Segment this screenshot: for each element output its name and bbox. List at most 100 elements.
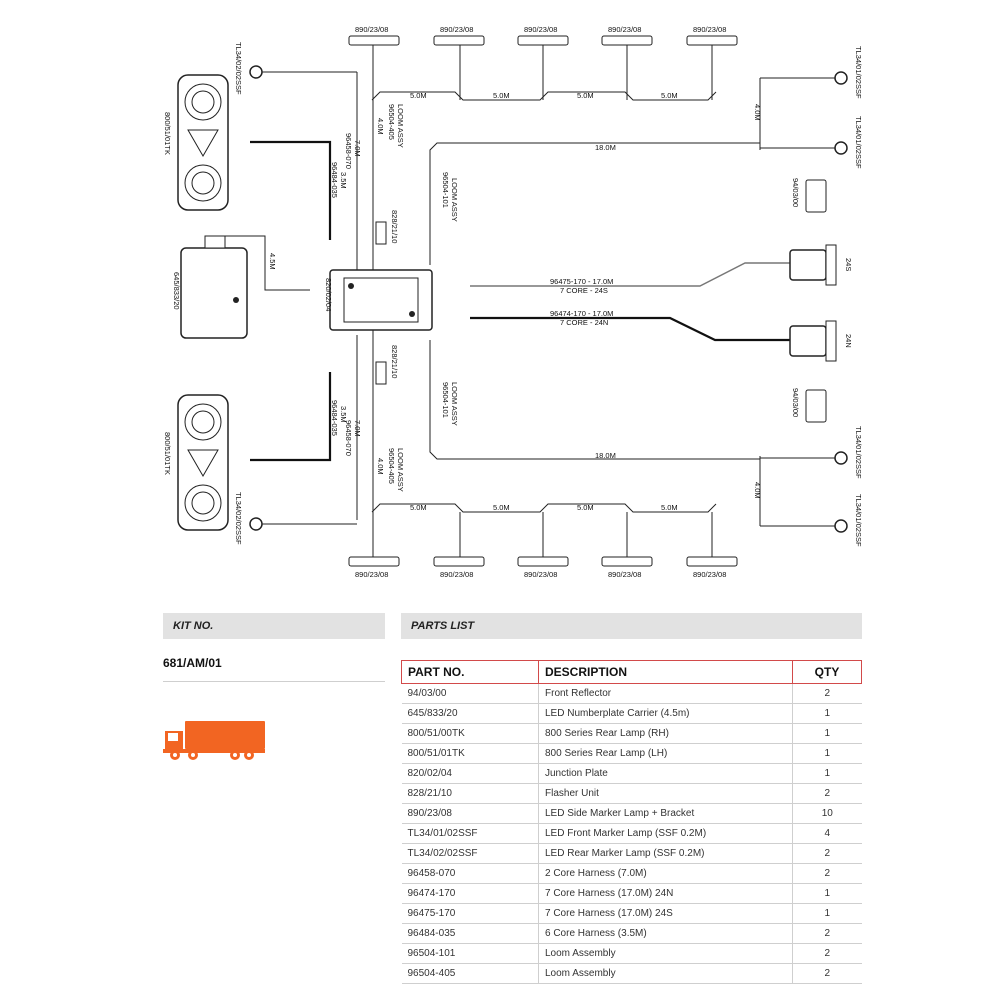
description-cell: 800 Series Rear Lamp (RH) — [538, 723, 793, 744]
description-cell: 2 Core Harness (7.0M) — [538, 863, 793, 884]
description-cell: 6 Core Harness (3.5M) — [538, 923, 793, 944]
harness-2c-label: 96458-070 — [344, 133, 353, 169]
description-cell: Loom Assembly — [538, 943, 793, 964]
front-marker-label: TL34/01/02SSF — [854, 426, 863, 479]
front-reflector-top — [805, 179, 827, 213]
part-no-cell: TL34/01/02SSF — [401, 823, 539, 844]
harness-24s-label: 96475-170 - 17.0M — [550, 277, 613, 286]
parts-list-header: PARTS LIST — [401, 613, 862, 639]
marker-label: 890/23/08 — [608, 570, 641, 579]
description-cell: 7 Core Harness (17.0M) 24N — [538, 883, 793, 904]
part-no-cell: 828/21/10 — [401, 783, 539, 804]
harness-6c-label: 96484-035 — [330, 400, 339, 436]
loom101-label: LOOM ASSY — [450, 178, 459, 222]
reflector-label: 94/03/00 — [791, 178, 800, 207]
span-label: 5.0M — [661, 503, 678, 512]
rear-lamp-label: 800/51/01TK — [163, 432, 172, 475]
front-length: 4.0M — [753, 482, 762, 499]
part-no-cell: 890/23/08 — [401, 803, 539, 824]
rear-marker-label: TL34/02/02SSF — [234, 42, 243, 95]
harness-24s-core: 7 CORE - 24S — [560, 286, 608, 295]
front-marker-label: TL34/01/02SSF — [854, 494, 863, 547]
qty-cell: 1 — [792, 763, 862, 784]
front-marker-lamp-1 — [834, 71, 848, 85]
harness-2c-length: 7.0M — [353, 140, 362, 157]
wiring-diagram: 890/23/08 890/23/08 890/23/08 890/23/08 … — [163, 25, 863, 579]
loom-label: LOOM ASSY — [396, 448, 405, 492]
description-cell: 7 Core Harness (17.0M) 24S — [538, 903, 793, 924]
flasher-label: 828/21/10 — [390, 345, 399, 378]
marker-label: 890/23/08 — [524, 570, 557, 579]
qty-cell: 1 — [792, 703, 862, 724]
flasher-label: 828/21/10 — [390, 210, 399, 243]
harness-6c-length: 3.5M — [339, 406, 348, 423]
qty-cell: 1 — [792, 903, 862, 924]
socket-24s-label: 24S — [844, 258, 853, 271]
truck-icon — [163, 721, 265, 760]
description-cell: LED Front Marker Lamp (SSF 0.2M) — [538, 823, 793, 844]
numberplate-carrier — [180, 235, 248, 339]
run-label: 18.0M — [595, 451, 616, 460]
qty-cell: 2 — [792, 923, 862, 944]
side-marker-lamps-bottom — [348, 556, 738, 567]
loom101-label: 96504-101 — [441, 382, 450, 418]
span-label: 5.0M — [493, 503, 510, 512]
rear-lamp-top — [177, 74, 229, 211]
span-label: 5.0M — [410, 91, 427, 100]
qty-cell: 2 — [792, 683, 862, 704]
harness-6c-label: 96484-035 — [330, 162, 339, 198]
front-reflector-bottom — [805, 389, 827, 423]
plate-carrier-label: 645/833/20 — [172, 272, 181, 310]
description-cell: Flasher Unit — [538, 783, 793, 804]
front-marker-label: TL34/01/02SSF — [854, 46, 863, 99]
part-no-cell: 96504-405 — [401, 963, 539, 984]
loom-label: LOOM ASSY — [396, 104, 405, 148]
plate-length-label: 4.5M — [268, 253, 277, 270]
divider — [163, 681, 385, 682]
kit-number: 681/AM/01 — [163, 656, 222, 670]
marker-label: 890/23/08 — [440, 25, 473, 34]
front-marker-lamp-4 — [834, 519, 848, 533]
front-marker-lamp-3 — [834, 451, 848, 465]
marker-label: 890/23/08 — [693, 25, 726, 34]
qty-cell: 2 — [792, 863, 862, 884]
marker-label: 890/23/08 — [440, 570, 473, 579]
column-header: DESCRIPTION — [538, 660, 793, 684]
loom-length: 4.0M — [376, 118, 385, 135]
rear-marker-label: TL34/02/02SSF — [234, 492, 243, 545]
loom-label: 96504-405 — [387, 448, 396, 484]
part-no-cell: 800/51/01TK — [401, 743, 539, 764]
harness-2c-length: 7.0M — [353, 420, 362, 437]
description-cell: Loom Assembly — [538, 963, 793, 984]
flasher-unit-bottom — [375, 361, 387, 385]
front-length: 4.0M — [753, 104, 762, 121]
marker-label: 890/23/08 — [355, 25, 388, 34]
side-marker-lamps-top — [348, 35, 738, 46]
span-label: 5.0M — [493, 91, 510, 100]
part-no-cell: 94/03/00 — [401, 683, 539, 704]
description-cell: 800 Series Rear Lamp (LH) — [538, 743, 793, 764]
qty-cell: 2 — [792, 783, 862, 804]
rear-marker-lamp-bottom — [249, 517, 263, 531]
part-no-cell: 820/02/04 — [401, 763, 539, 784]
column-header: QTY — [792, 660, 862, 684]
junction-plate-label: 820/02/04 — [324, 278, 333, 311]
description-cell: Front Reflector — [538, 683, 793, 704]
flasher-unit-top — [375, 221, 387, 245]
loom101-label: 96504-101 — [441, 172, 450, 208]
harness-24n-core: 7 CORE - 24N — [560, 318, 608, 327]
qty-cell: 4 — [792, 823, 862, 844]
